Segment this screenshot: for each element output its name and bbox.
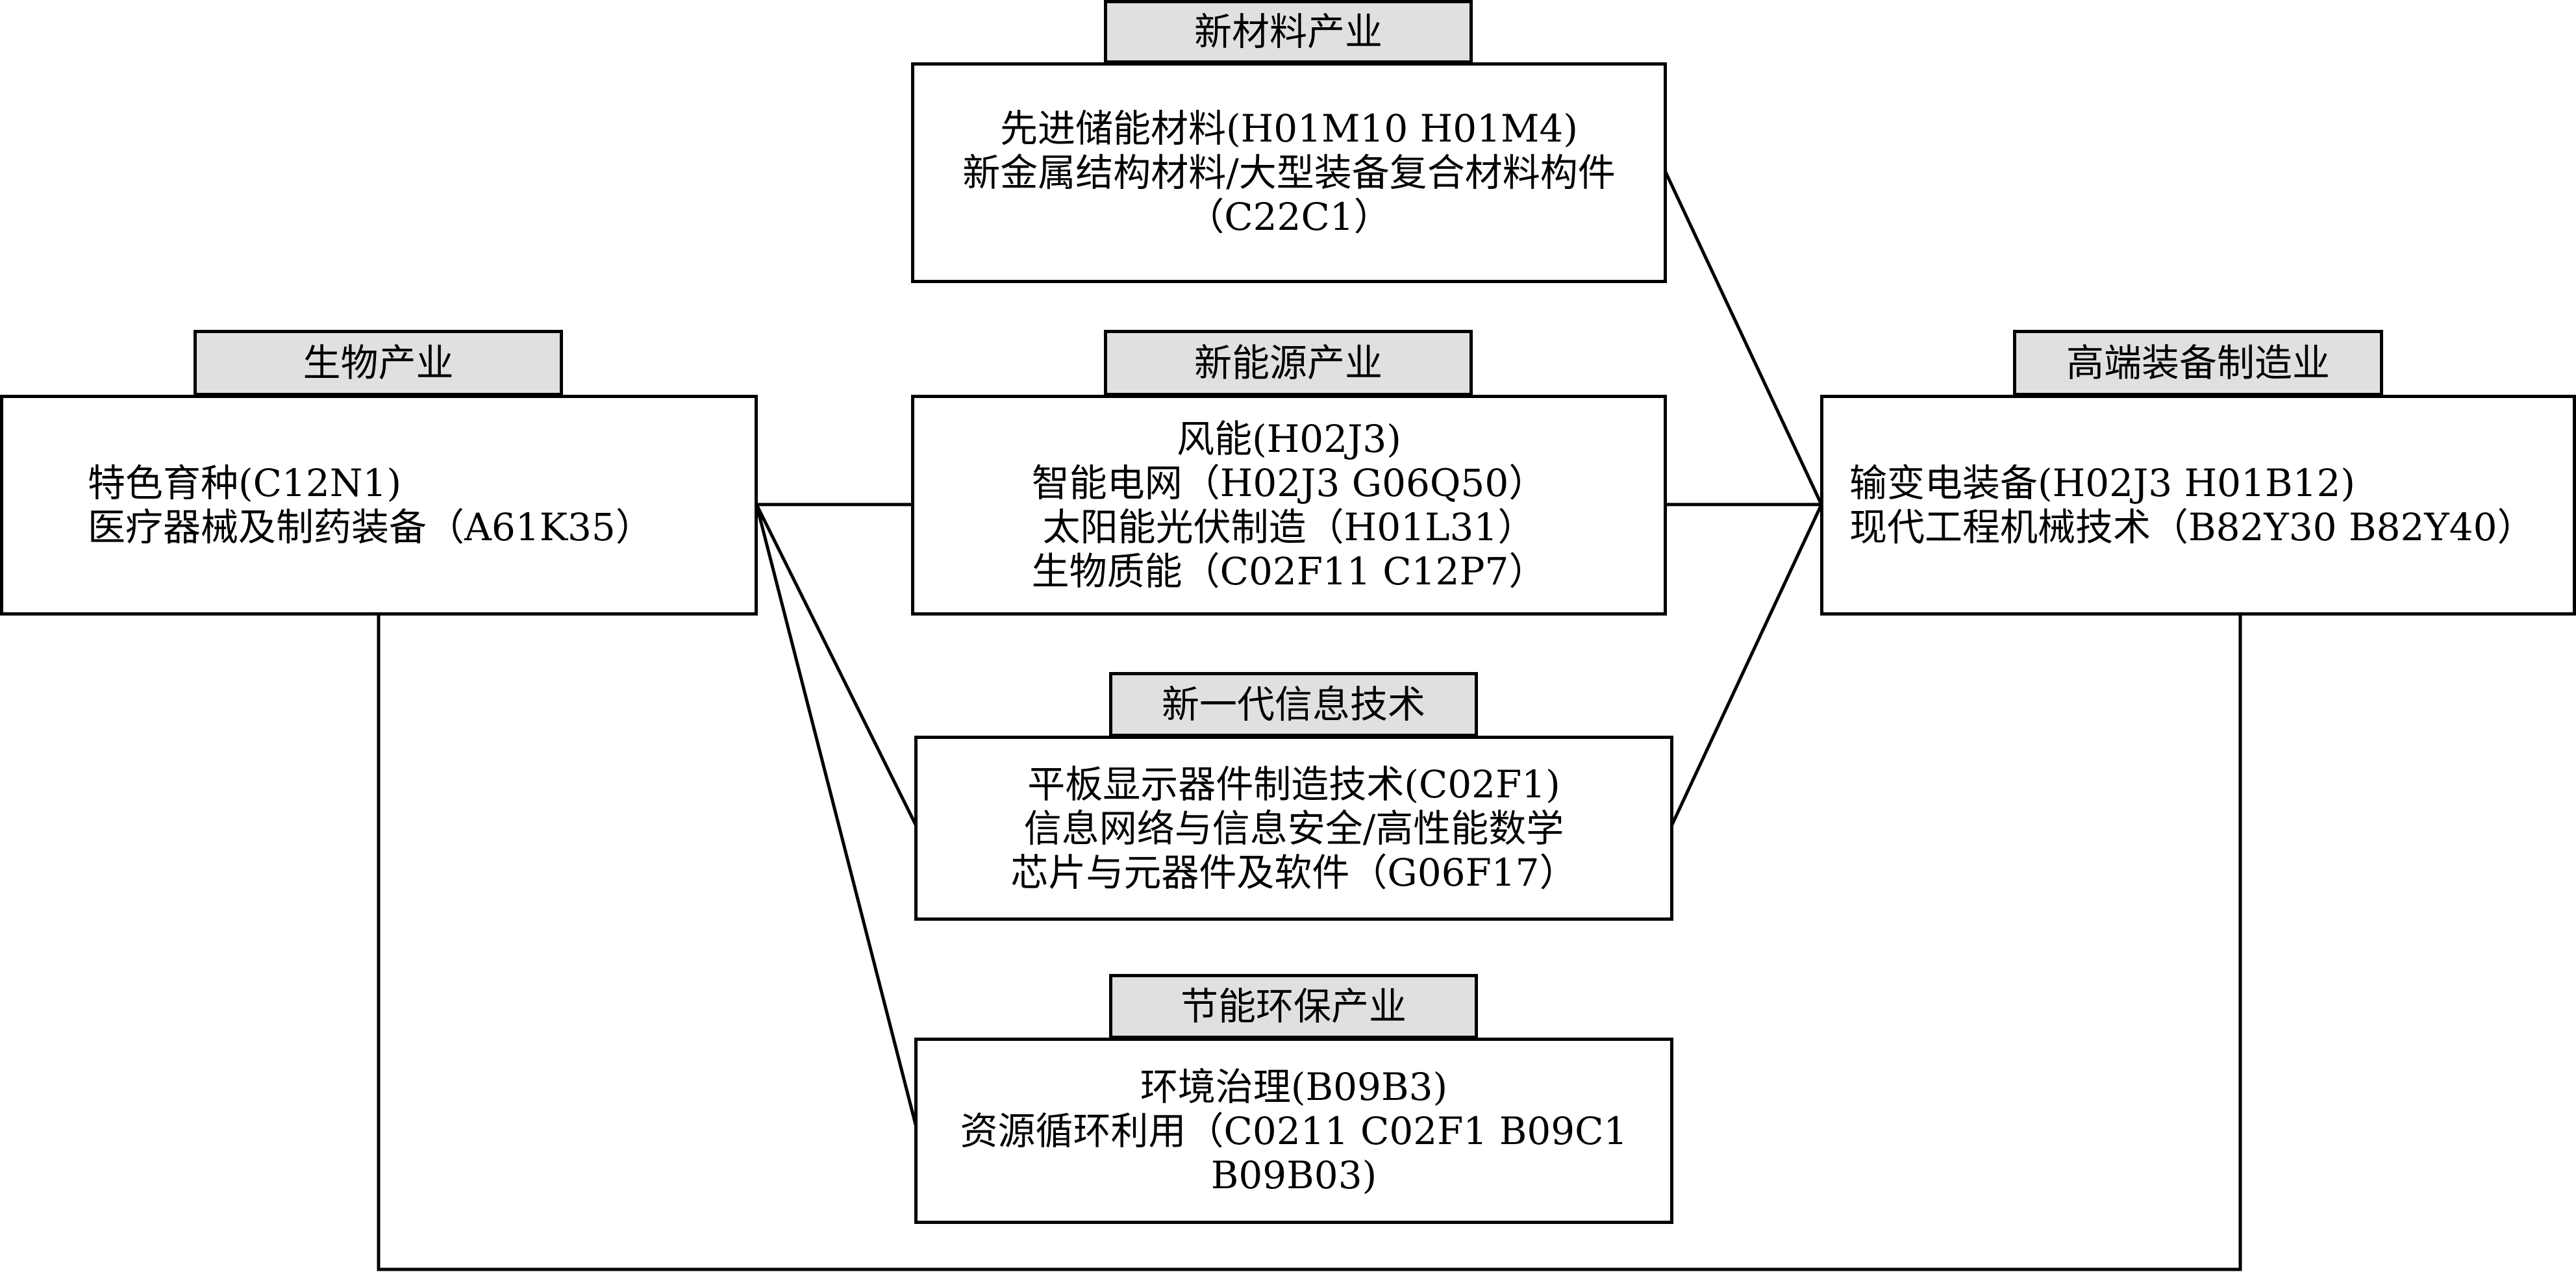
bio-header: 生物产业 <box>194 330 563 396</box>
connector-new-materials-to-high-end <box>1663 169 1824 507</box>
next-gen-it-header: 新一代信息技术 <box>1109 672 1478 737</box>
connector-bio-to-next-gen-it <box>754 502 918 827</box>
new-energy-header: 新能源产业 <box>1104 330 1473 396</box>
high-end-equipment-line-2: 现代工程机械技术（B82Y30 B82Y40） <box>1849 505 2535 549</box>
new-materials-line-2: 新金属结构材料/大型装备复合材料构件 <box>962 151 1616 195</box>
new-energy-line-3: 太阳能光伏制造（H01L31） <box>1042 505 1536 549</box>
bio-line-2: 医疗器械及制药装备（A61K35） <box>88 505 653 549</box>
connector-bio-to-high-end-bottom-loop <box>377 612 2242 1271</box>
new-materials-line-1: 先进储能材料(H01M10 H01M4) <box>1000 106 1578 151</box>
energy-saving-line-1: 环境治理(B09B3) <box>1140 1064 1448 1109</box>
energy-saving-header: 节能环保产业 <box>1109 974 1478 1039</box>
connector-next-gen-it-to-high-end <box>1669 502 1824 827</box>
bio-line-1: 特色育种(C12N1) <box>88 461 402 505</box>
energy-saving-line-2: 资源循环利用（C0211 C02F1 B09C1 <box>960 1108 1628 1153</box>
new-materials-line-3: （C22C1） <box>1186 195 1392 239</box>
new-energy-line-1: 风能(H02J3) <box>1177 417 1401 461</box>
next-gen-it-line-1: 平板显示器件制造技术(C02F1) <box>1027 762 1560 806</box>
energy-saving-line-3: B09B03) <box>1210 1153 1377 1197</box>
new-energy-line-4: 生物质能（C02F11 C12P7） <box>1031 549 1547 593</box>
new-materials-header: 新材料产业 <box>1104 0 1473 64</box>
next-gen-it-box: 平板显示器件制造技术(C02F1) 信息网络与信息安全/高性能数学 芯片与元器件… <box>914 736 1673 921</box>
high-end-equipment-box: 输变电装备(H02J3 H01B12) 现代工程机械技术（B82Y30 B82Y… <box>1820 395 2576 616</box>
new-energy-box: 风能(H02J3) 智能电网（H02J3 G06Q50） 太阳能光伏制造（H01… <box>911 395 1667 616</box>
high-end-equipment-header: 高端装备制造业 <box>2013 330 2383 396</box>
next-gen-it-line-3: 芯片与元器件及软件（G06F17） <box>1010 850 1577 895</box>
connector-bio-to-energy-saving <box>754 502 918 1127</box>
new-materials-box: 先进储能材料(H01M10 H01M4) 新金属结构材料/大型装备复合材料构件 … <box>911 62 1667 283</box>
energy-saving-box: 环境治理(B09B3) 资源循环利用（C0211 C02F1 B09C1 B09… <box>914 1038 1673 1224</box>
next-gen-it-line-2: 信息网络与信息安全/高性能数学 <box>1023 806 1564 851</box>
new-energy-line-2: 智能电网（H02J3 G06Q50） <box>1031 461 1547 505</box>
bio-box: 特色育种(C12N1) 医疗器械及制药装备（A61K35） <box>0 395 758 616</box>
high-end-equipment-line-1: 输变电装备(H02J3 H01B12) <box>1849 461 2356 505</box>
